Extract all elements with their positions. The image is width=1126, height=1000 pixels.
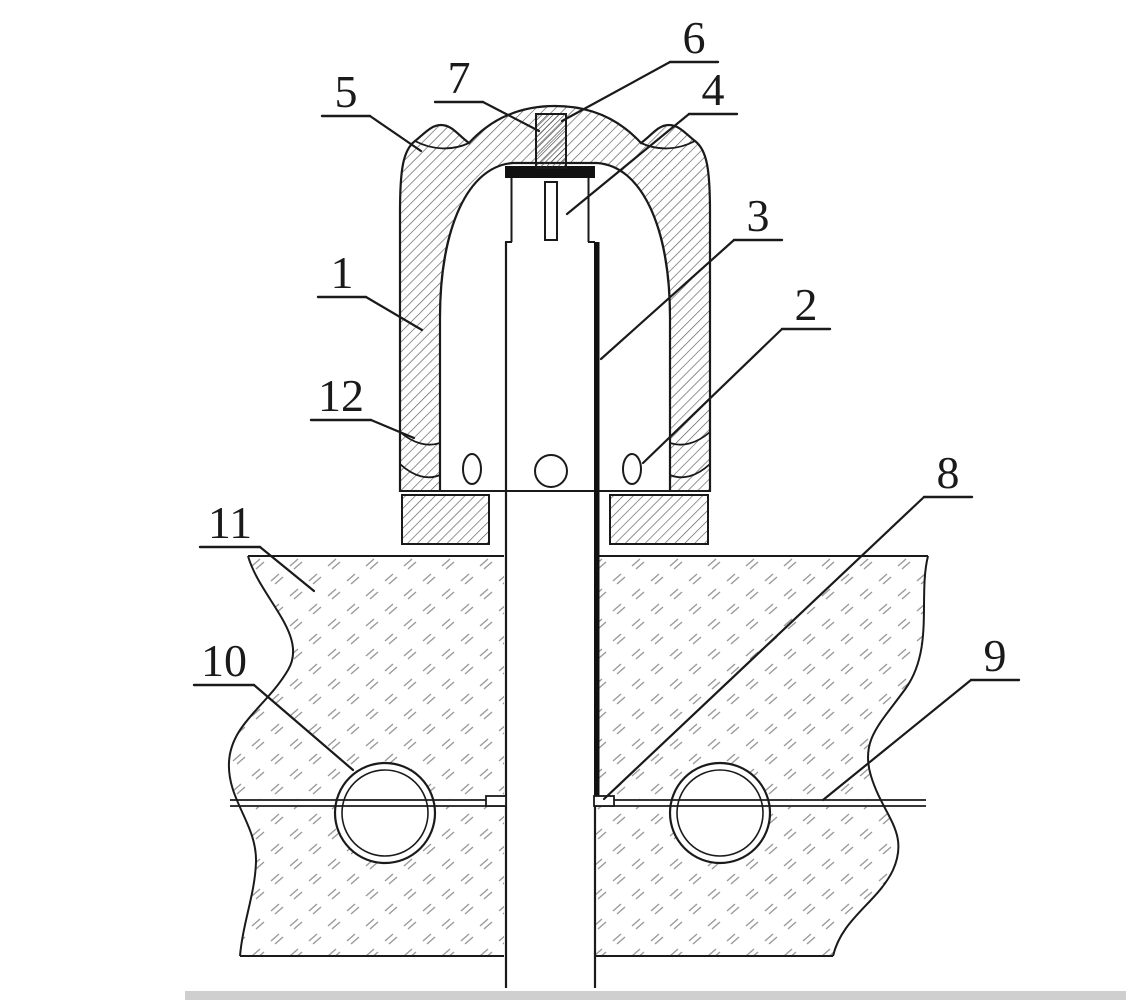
top-plug [535,113,567,169]
dome-cap [398,104,712,492]
dome-outer-outline [398,104,712,492]
callout-9: 9 [821,630,1021,802]
callout-1-label: 1 [331,247,354,298]
callout-6-label: 6 [683,12,706,63]
right-foot-bracket [593,795,615,807]
wall-foot-curves [399,431,711,479]
callout-5: 5 [320,66,423,153]
inner-slot [544,181,558,241]
callout-8-label: 8 [937,447,960,498]
callout-1-leader [364,295,424,332]
tube-channel [504,552,596,960]
callout-7: 7 [433,52,541,133]
callout-12-label: 12 [318,370,364,421]
callout-4-leader [565,112,691,216]
center-tube [485,166,615,995]
callout-4-label: 4 [702,64,725,115]
callout-2-label: 2 [795,279,818,330]
callout-10-label: 10 [201,635,247,686]
callout-5-leader [368,114,423,153]
callout-8-leader [602,495,926,801]
callouts: 1 2 3 4 5 6 7 [192,12,1021,802]
callout-11-label: 11 [208,497,252,548]
left-bolt-hole [462,453,482,485]
callout-3-label: 3 [747,190,770,241]
callout-6-leader [560,60,672,123]
callout-12-leader [369,418,416,440]
flange-right-section [609,494,709,545]
callout-10-leader [252,683,355,772]
center-port [534,454,568,488]
callout-10: 10 [192,635,355,772]
callout-9-leader [821,678,973,802]
block-outline [227,555,929,957]
right-bore-hole [668,761,772,865]
callout-3-leader [599,238,736,361]
callout-6: 6 [560,12,720,123]
bottom-shade [185,991,1126,1000]
callout-8: 8 [602,447,974,801]
mounting-block [227,552,929,960]
callout-9-label: 9 [984,630,1007,681]
callout-7-label: 7 [448,52,471,103]
right-bolt-hole [622,453,642,485]
callout-11: 11 [198,497,316,593]
callout-4: 4 [565,64,739,216]
dome-wall-hatch [400,106,710,492]
tube-sleeve-thick-wall [594,242,600,796]
flange-base [400,453,710,545]
callout-11-leader [258,545,316,593]
callout-2-leader [641,327,784,465]
dome-ear-lines [414,140,696,150]
seam-lines [230,799,926,807]
tube-top-cap [505,166,595,178]
callout-1: 1 [316,247,424,332]
left-foot-bracket [485,795,507,807]
flange-left-section [401,494,490,545]
callout-3: 3 [599,190,784,361]
callout-7-leader [481,100,541,133]
left-bore-hole [333,761,437,865]
callout-12: 12 [309,370,416,440]
callout-5-label: 5 [335,66,358,117]
callout-2: 2 [641,279,832,465]
